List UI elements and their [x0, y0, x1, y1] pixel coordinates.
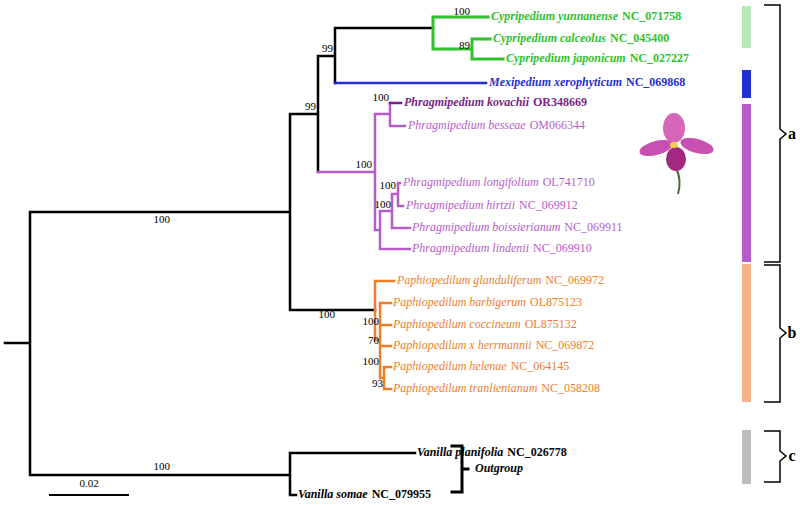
accession-number: NC_069912: [519, 199, 578, 212]
taxon-name: Vanilla somae: [298, 488, 368, 501]
accession-number: NC_069910: [533, 242, 592, 255]
accession-number: OL875132: [525, 318, 577, 331]
tree-branches: [5, 28, 433, 495]
taxon-name: Phragmipedium boissierianum: [412, 221, 560, 234]
support-value: 100: [363, 355, 380, 367]
taxon-name: Mexipedium xerophyticum: [489, 76, 622, 89]
support-value: 93: [372, 377, 383, 389]
support-value: 100: [454, 5, 471, 17]
support-value: 100: [373, 91, 390, 103]
support-value: 100: [319, 308, 336, 320]
clade-bracket: [764, 265, 786, 402]
support-value: 100: [363, 315, 380, 327]
support-value: 70: [368, 334, 379, 346]
accession-number: NC_069972: [545, 274, 604, 287]
taxon-name: Paphiopedilum x herrmannii: [393, 339, 532, 352]
accession-number: NC_045400: [610, 32, 669, 45]
taxon-name: Vanilla planifolia: [417, 446, 503, 459]
clade-bar: [742, 104, 751, 262]
clade-letter: b: [788, 324, 797, 342]
taxon-name: Phragmipedium lindenii: [412, 242, 529, 255]
accession-number: NC_069872: [536, 339, 595, 352]
orchid-illustration: [638, 113, 715, 194]
accession-number: NC_071758: [622, 10, 681, 23]
taxon-name: Paphiopedilum tranlienianum: [393, 382, 537, 395]
taxon-name: Phragmipedium besseae: [408, 119, 526, 132]
kovachii-branch: [390, 102, 401, 105]
support-value: 99: [305, 100, 316, 112]
mexipedium-branch: [335, 82, 486, 85]
clade-letter: c: [788, 447, 795, 465]
support-value: 100: [356, 158, 373, 170]
clade-bracket: [764, 431, 786, 482]
support-value: 100: [154, 460, 171, 472]
taxon-name: Paphiopedilum coccineum: [393, 318, 521, 331]
support-value: 100: [375, 198, 392, 210]
accession-number: OL741710: [543, 176, 595, 189]
taxon-name: Phragmipedium longifolium: [403, 176, 539, 189]
clade-bar: [742, 264, 751, 402]
outgroup-label: Outgroup: [475, 462, 523, 475]
clade-bar: [742, 70, 751, 98]
accession-number: NC_079955: [372, 488, 431, 501]
taxon-name: Phragmipedium kovachii: [404, 96, 529, 109]
accession-number: NC_027227: [630, 52, 689, 65]
support-value: 100: [154, 213, 171, 225]
taxon-name: Cypripedium calceolus: [493, 32, 606, 45]
taxon-name: Paphiopedilum barbigerum: [393, 296, 526, 309]
scale-bar: [50, 494, 128, 496]
support-value: 99: [322, 42, 333, 54]
taxon-name: Paphiopedilum glanduliferum: [397, 274, 541, 287]
support-value: 89: [459, 39, 470, 51]
accession-number: OL875123: [530, 296, 582, 309]
scale-label: 0.02: [79, 477, 98, 489]
clade-bar: [742, 6, 751, 48]
accession-number: NC_069868: [626, 76, 685, 89]
taxon-name: Cypripedium japonicum: [506, 52, 626, 65]
clade-bracket: [764, 5, 786, 262]
support-value: 100: [380, 179, 397, 191]
taxon-name: Paphiopedilum helenae: [393, 360, 507, 373]
accession-number: OM066344: [530, 119, 585, 132]
accession-number: NC_026778: [507, 446, 566, 459]
taxon-name: Phragmipedium hirtzii: [406, 199, 515, 212]
phragmipedium-branches: [318, 103, 410, 249]
accession-number: OR348669: [533, 96, 587, 109]
clade-bar: [742, 430, 751, 484]
accession-number: NC_058208: [541, 382, 600, 395]
clade-letter: a: [788, 125, 796, 143]
taxon-name: Cypripedium yunnanense: [491, 10, 618, 23]
accession-number: NC_069911: [564, 221, 622, 234]
accession-number: NC_064145: [511, 360, 570, 373]
